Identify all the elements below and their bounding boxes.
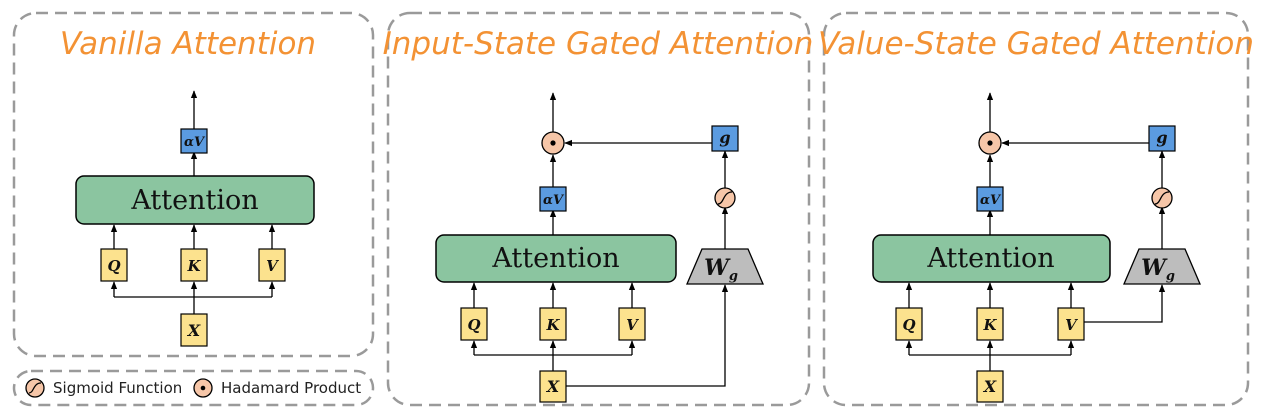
vanilla-q-label: Q (107, 257, 120, 275)
value-gated-q-box (895, 307, 923, 341)
input-gated-wg-label: Wg (704, 255, 738, 284)
value-gated-v-box (1057, 307, 1085, 341)
legend-border (12, 369, 375, 407)
input-gated-attention-label: Attention (491, 243, 619, 274)
panel-vanilla: Vanilla Attention αV Attention Q K V X (12, 11, 375, 358)
value-gated-x-box (976, 370, 1004, 403)
input-gated-g-label: g (719, 128, 730, 147)
value-gated-k-box (976, 307, 1004, 341)
value-gated-x-label: X (983, 377, 997, 396)
value-gated-k-label: K (982, 316, 997, 334)
input-gated-v-box (618, 307, 646, 341)
vanilla-x-label: X (187, 321, 201, 340)
vanilla-q-box (100, 248, 128, 282)
input-gated-attention-box (435, 234, 677, 283)
input-gated-sigmoid-icon (714, 187, 736, 209)
input-gated-av-label: αV (543, 193, 565, 208)
value-gated-v-label: V (1065, 316, 1078, 334)
value-gated-connectors (905, 92, 1166, 371)
input-gated-k-label: K (545, 316, 560, 334)
input-gated-g-box (711, 125, 739, 152)
panel-value-gated-border (822, 11, 1250, 407)
vanilla-av-label: αV (184, 135, 206, 150)
legend-hadamard-label: Hadamard Product (221, 379, 361, 397)
vanilla-k-label: K (186, 257, 201, 275)
input-gated-v-label: V (626, 316, 639, 334)
vanilla-v-box (258, 248, 286, 282)
value-gated-hadamard-icon (978, 131, 1002, 155)
value-gated-sigmoid-icon (1151, 187, 1173, 209)
input-gated-av-box (539, 186, 567, 212)
value-gated-av-box (976, 186, 1004, 212)
value-gated-q-label: Q (902, 316, 915, 334)
panel-vanilla-title: Vanilla Attention (60, 26, 316, 62)
hadamard-icon (193, 378, 213, 398)
input-gated-q-label: Q (467, 316, 480, 334)
panel-value-gated: Value-State Gated Attention (818, 11, 1254, 407)
vanilla-connectors (110, 90, 276, 314)
legend-sigmoid-label: Sigmoid Function (53, 379, 182, 397)
value-gated-g-label: g (1156, 128, 1167, 147)
panel-input-gated-title: Input-State Gated Attention (383, 26, 814, 62)
vanilla-av-box (180, 128, 208, 154)
panel-value-gated-title: Value-State Gated Attention (818, 26, 1254, 62)
input-gated-q-box (460, 307, 488, 341)
value-gated-av-label: αV (980, 193, 1002, 208)
sigmoid-icon (25, 378, 45, 398)
panel-vanilla-border (12, 11, 375, 358)
input-gated-x-box (539, 370, 567, 403)
input-gated-x-label: X (546, 377, 560, 396)
panel-input-gated: Input-State Gated Attention (383, 11, 814, 407)
vanilla-x-box (180, 313, 208, 347)
value-gated-wg-label: Wg (1141, 255, 1175, 284)
vanilla-k-box (180, 248, 208, 282)
panel-input-gated-border (386, 11, 811, 407)
vanilla-attention-label: Attention (130, 185, 258, 216)
value-gated-g-box (1148, 125, 1176, 152)
value-gated-attention-label: Attention (926, 243, 1054, 274)
vanilla-attention-box (75, 175, 315, 225)
input-gated-wg-box (686, 248, 764, 285)
vanilla-v-label: V (266, 257, 279, 275)
value-gated-wg-box (1123, 248, 1201, 285)
legend: Sigmoid Function Hadamard Product (12, 369, 375, 407)
value-gated-attention-box (872, 234, 1111, 283)
input-gated-k-box (539, 307, 567, 341)
input-gated-hadamard-icon (541, 131, 565, 155)
